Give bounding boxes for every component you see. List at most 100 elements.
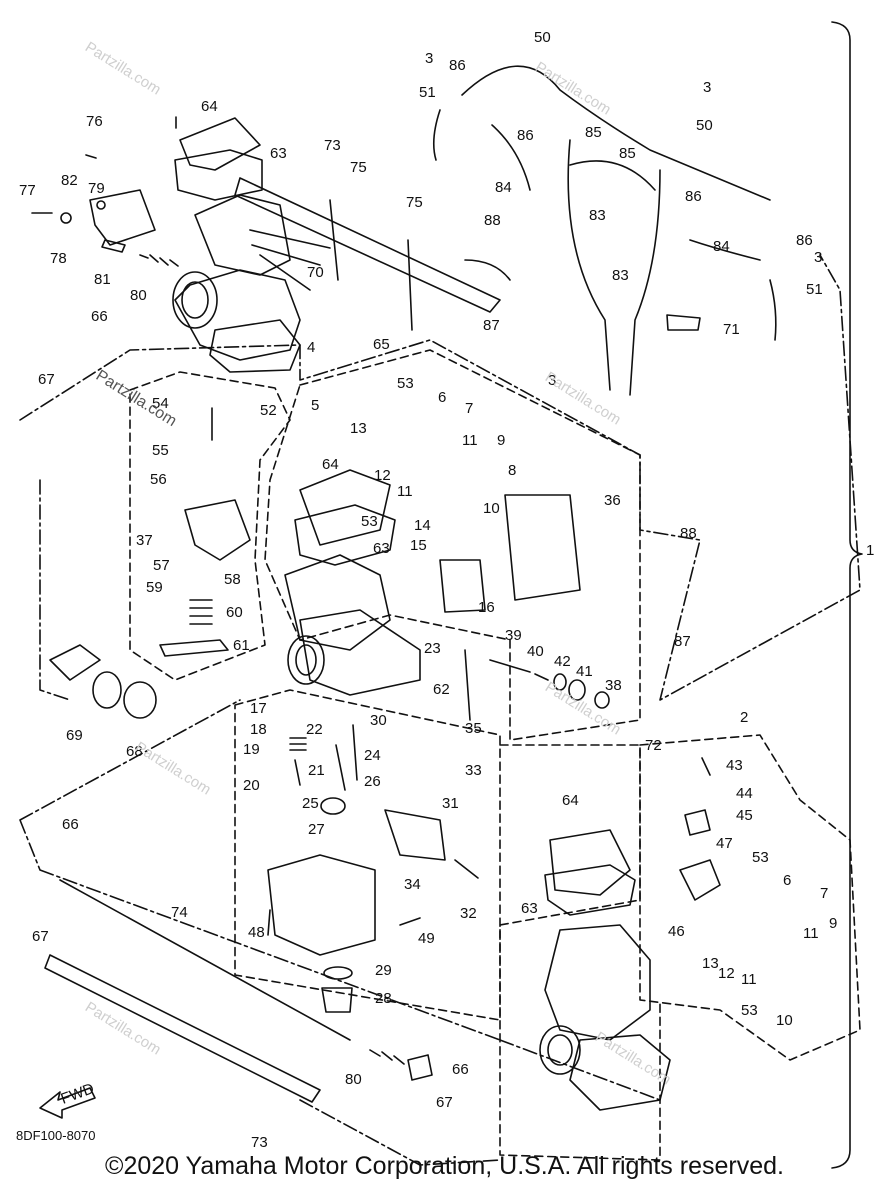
- callout-43: 43: [726, 757, 743, 774]
- lever-47: [679, 859, 721, 901]
- callout-83: 83: [589, 207, 606, 224]
- carburetor-lower-right: [539, 829, 671, 1111]
- plate-lower: [44, 954, 321, 1103]
- callout-83: 83: [612, 267, 629, 284]
- screw-49: [399, 917, 421, 926]
- callout-66: 66: [452, 1061, 469, 1078]
- callout-3: 3: [425, 50, 433, 67]
- callout-69: 69: [66, 727, 83, 744]
- callout-6: 6: [438, 389, 446, 406]
- callout-53: 53: [361, 513, 378, 530]
- callout-9: 9: [829, 915, 837, 932]
- callout-51: 51: [806, 281, 823, 298]
- fwd-arrow: [39, 1087, 96, 1119]
- callout-76: 76: [86, 113, 103, 130]
- callout-27: 27: [308, 821, 325, 838]
- upper-rod: [234, 177, 501, 313]
- callout-67: 67: [436, 1094, 453, 1111]
- callout-44: 44: [736, 785, 753, 802]
- callout-11: 11: [803, 925, 819, 942]
- cap-38: [594, 691, 610, 709]
- bracket-66-lower: [407, 1054, 433, 1081]
- callout-60: 60: [226, 604, 243, 621]
- bolt-76: [85, 154, 97, 159]
- drain-plug-28: [321, 987, 353, 1013]
- callout-33: 33: [465, 762, 482, 779]
- callout-37: 37: [136, 532, 153, 549]
- callout-58: 58: [224, 571, 241, 588]
- callout-86: 86: [517, 127, 534, 144]
- spring-80-lower: [369, 1049, 405, 1065]
- spring-80: [139, 254, 179, 267]
- callout-65: 65: [373, 336, 390, 353]
- callout-78: 78: [50, 250, 67, 267]
- callout-17: 17: [250, 700, 267, 717]
- callout-24: 24: [364, 747, 381, 764]
- callout-18: 18: [250, 721, 267, 738]
- callout-4: 4: [307, 339, 315, 356]
- collar-81: [101, 239, 126, 253]
- callout-85: 85: [585, 124, 602, 141]
- callout-67: 67: [32, 928, 49, 945]
- callout-74: 74: [171, 904, 188, 921]
- callout-30: 30: [370, 712, 387, 729]
- callout-39: 39: [505, 627, 522, 644]
- hose-83-right: [629, 169, 661, 396]
- lever-45: [684, 809, 711, 836]
- callout-86: 86: [449, 57, 466, 74]
- hose-84-top: [491, 124, 531, 191]
- callout-70: 70: [307, 264, 324, 281]
- callout-19: 19: [243, 741, 260, 758]
- bowl-group-outline: [234, 689, 501, 1021]
- callout-53: 53: [752, 849, 769, 866]
- callout-79: 79: [88, 180, 105, 197]
- callout-56: 56: [150, 471, 167, 488]
- clamp-71: [666, 314, 701, 331]
- callout-84: 84: [713, 238, 730, 255]
- callout-12: 12: [718, 965, 735, 982]
- callout-86: 86: [796, 232, 813, 249]
- callout-57: 57: [153, 557, 170, 574]
- callout-13: 13: [702, 955, 719, 972]
- callout-25: 25: [302, 795, 319, 812]
- callout-64: 64: [562, 792, 579, 809]
- hose-87-top: [464, 259, 511, 281]
- diagram-part-code: 8DF100-8070: [16, 1128, 96, 1143]
- callout-88: 88: [680, 525, 697, 542]
- callout-28: 28: [375, 990, 392, 1007]
- spring-40: [534, 673, 549, 681]
- oring-29: [323, 966, 353, 980]
- bracket-56: [184, 499, 251, 561]
- callout-21: 21: [308, 762, 325, 779]
- callout-5: 5: [311, 397, 319, 414]
- callout-63: 63: [270, 145, 287, 162]
- needle-23: [464, 649, 471, 721]
- callout-88: 88: [484, 212, 501, 229]
- callout-11: 11: [397, 483, 413, 500]
- callout-53: 53: [741, 1002, 758, 1019]
- callout-16: 16: [478, 599, 495, 616]
- callout-11: 11: [462, 432, 478, 449]
- callout-52: 52: [260, 402, 277, 419]
- callout-54: 54: [152, 395, 169, 412]
- callout-1: 1: [866, 542, 874, 559]
- callout-3: 3: [703, 79, 711, 96]
- callout-38: 38: [605, 677, 622, 694]
- callout-20: 20: [243, 777, 260, 794]
- callout-26: 26: [364, 773, 381, 790]
- spring-43: [701, 757, 711, 776]
- callout-85: 85: [619, 145, 636, 162]
- carburetor-top-left: [172, 117, 331, 373]
- callout-50: 50: [696, 117, 713, 134]
- callout-48: 48: [248, 924, 265, 941]
- callout-67: 67: [38, 371, 55, 388]
- callout-11: 11: [741, 971, 757, 988]
- rod-74: [59, 879, 351, 1041]
- lever-69: [49, 644, 101, 681]
- callout-66: 66: [91, 308, 108, 325]
- callout-46: 46: [668, 923, 685, 940]
- needle-21: [335, 744, 346, 791]
- callout-81: 81: [94, 271, 111, 288]
- callout-73: 73: [324, 137, 341, 154]
- hose-51-left: [432, 109, 441, 161]
